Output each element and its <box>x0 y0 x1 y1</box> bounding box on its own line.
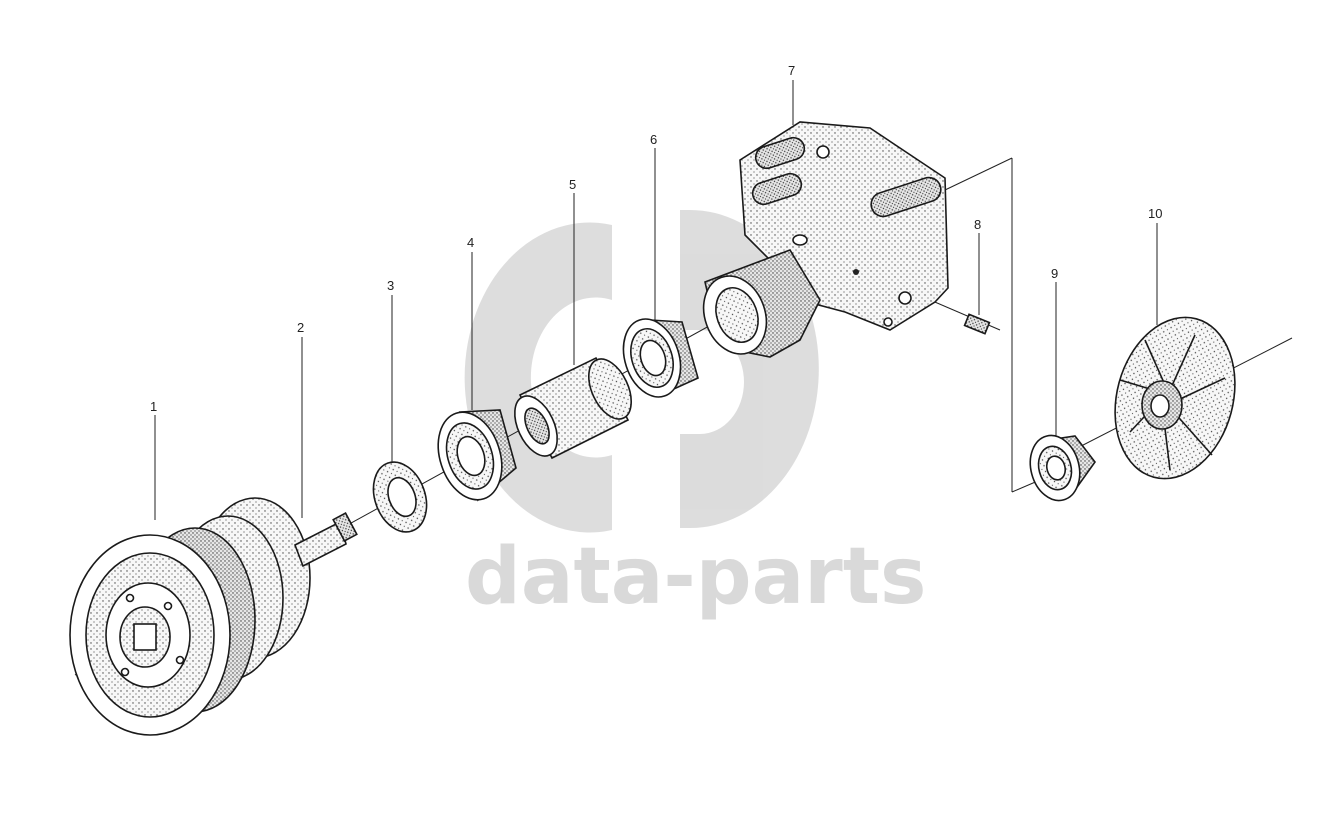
part-spacer <box>514 356 632 460</box>
callout-1: 1 <box>150 399 157 414</box>
callout-10: 10 <box>1148 206 1162 221</box>
leader-lines <box>154 80 1158 520</box>
callout-9: 9 <box>1051 266 1058 281</box>
part-bearing-front <box>437 409 517 502</box>
callout-2: 2 <box>297 320 304 335</box>
part-seal <box>1029 434 1096 502</box>
watermark-text: data-parts <box>465 532 926 622</box>
part-pulley <box>69 497 311 736</box>
callout-5: 5 <box>569 177 576 192</box>
callout-4: 4 <box>467 235 474 250</box>
callout-7: 7 <box>788 63 795 78</box>
callout-3: 3 <box>387 278 394 293</box>
part-housing <box>702 121 949 358</box>
callout-8: 8 <box>974 217 981 232</box>
callout-6: 6 <box>650 132 657 147</box>
part-impeller <box>1114 316 1236 480</box>
part-washer <box>372 461 428 533</box>
part-bearing-rear <box>622 318 699 398</box>
callout-labels: 1 2 3 4 5 6 7 8 9 10 <box>150 63 1162 414</box>
part-shaft <box>293 512 358 568</box>
part-screw <box>963 313 991 335</box>
